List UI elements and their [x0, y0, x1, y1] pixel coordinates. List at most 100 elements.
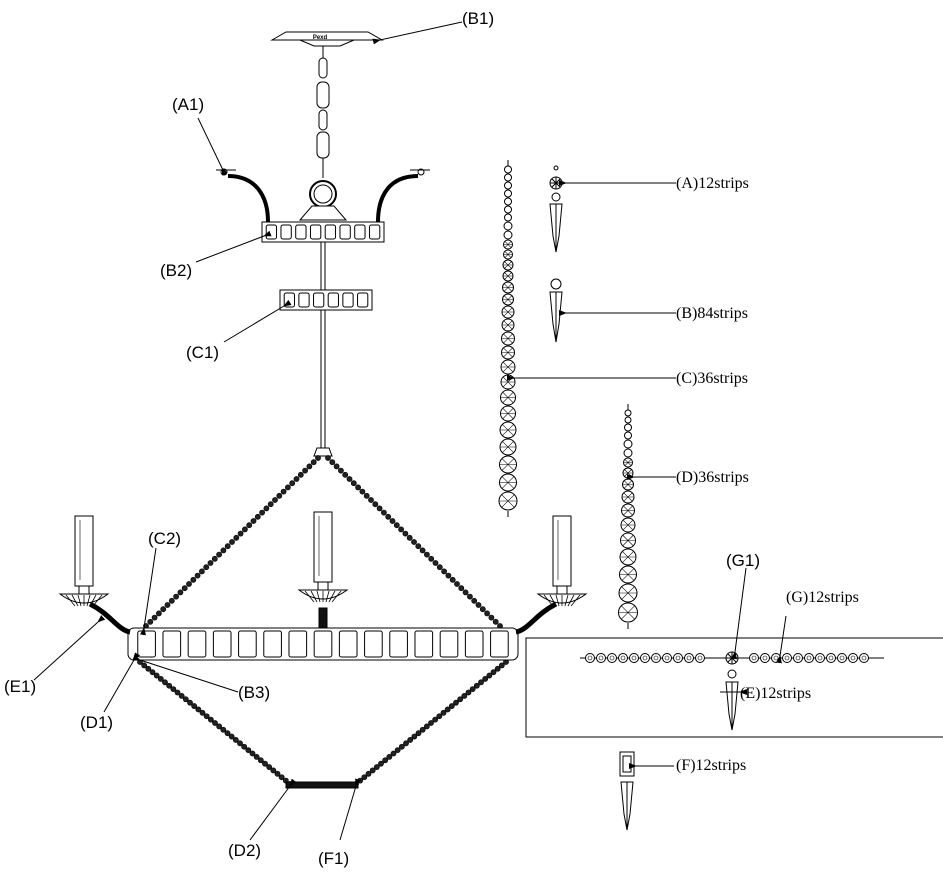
bead-facet — [619, 568, 637, 581]
ring-crystal-bar — [313, 630, 333, 658]
chain-bead — [293, 476, 300, 482]
chain-bead — [278, 774, 285, 781]
chain-bead — [462, 589, 469, 596]
chain-bead — [187, 699, 193, 706]
chain-bead — [465, 689, 472, 696]
chain-bead — [411, 539, 417, 545]
chain-bead — [237, 740, 243, 747]
cup-rib — [77, 594, 82, 607]
chain-bead — [346, 476, 353, 482]
chain-bead — [359, 488, 366, 495]
candle-base — [317, 581, 329, 591]
chain-bead — [228, 733, 235, 740]
cup-rib — [86, 594, 91, 607]
strip-g-bead-inner — [675, 655, 681, 661]
chain-bead — [432, 716, 439, 723]
callout-d1: (D1) — [80, 713, 113, 732]
strip-bead — [504, 197, 512, 206]
chain-bead — [181, 585, 188, 592]
chain-bead — [164, 602, 171, 608]
part-g-box — [525, 637, 943, 738]
ring-crystal-bar — [490, 630, 509, 658]
chain-bead — [207, 560, 214, 566]
strip-d-chain — [618, 404, 638, 629]
chain-bead — [369, 767, 376, 774]
bottom-bar — [285, 781, 359, 789]
chain-bead — [484, 610, 490, 617]
cup-rib — [328, 590, 336, 603]
ring-crystal-bar — [162, 630, 182, 658]
strip-bead — [503, 221, 513, 231]
chain-bead — [471, 597, 478, 604]
strip-bead — [504, 205, 512, 214]
chain-bead — [488, 614, 495, 621]
main-ring — [127, 627, 519, 661]
strip-g-bead-inner — [620, 655, 626, 661]
ring-crystal-bar — [265, 224, 278, 240]
chain-bead — [428, 555, 435, 562]
chain-bead — [216, 723, 223, 730]
chain-bead — [386, 753, 393, 760]
chain-bead — [315, 455, 321, 461]
chain-bead — [147, 618, 154, 625]
ring-crystal-bar — [439, 630, 459, 658]
strip-bead — [504, 165, 512, 174]
chain-bead — [302, 467, 308, 474]
chain-bead — [492, 618, 499, 625]
chain-bead — [398, 526, 404, 533]
chain-bead — [241, 526, 248, 533]
ring-crystal-bar — [368, 224, 381, 240]
callout-b1: (B1) — [462, 9, 494, 28]
chain-bead — [380, 509, 387, 516]
callout-b3: (B3) — [238, 683, 270, 702]
chain-bead — [162, 679, 168, 686]
chain-bead — [390, 750, 397, 757]
chain-bead — [245, 747, 252, 754]
chain-bead — [428, 720, 434, 726]
chain-bead — [157, 676, 164, 682]
canopy: Pexd — [270, 31, 384, 47]
bead-facet — [502, 320, 514, 330]
bead-facet — [499, 476, 517, 489]
callout-d2: (D2) — [228, 841, 261, 860]
bead-facet — [620, 551, 636, 563]
chain-bead — [355, 484, 361, 491]
part-g-label: (G)12strips — [786, 589, 859, 606]
chain-bead — [203, 564, 210, 571]
cup-rib — [570, 594, 581, 607]
chain-bead — [212, 720, 218, 726]
strip-g-bead-inner — [828, 655, 834, 661]
chain-bead — [333, 463, 340, 470]
strip-bead — [504, 189, 512, 198]
ring-crystal-bar — [283, 292, 295, 308]
chain-bead — [368, 497, 374, 503]
cup-rib — [89, 594, 97, 607]
ring-crystal-bar — [212, 630, 232, 658]
beaded-chains — [137, 455, 509, 787]
part-a-pendant — [549, 165, 563, 253]
candles — [58, 511, 588, 607]
part-b-label: (B)84strips — [676, 305, 748, 322]
ring-crystal-bar — [137, 630, 156, 658]
chain-bead — [182, 696, 189, 703]
cup-rib — [543, 594, 554, 607]
part-d-label: (D)36strips — [676, 469, 749, 486]
chain-bead — [478, 679, 484, 686]
chain-bead — [389, 518, 396, 524]
strip-g-bead-inner — [653, 655, 659, 661]
bead-facet — [503, 272, 513, 280]
ring-crystal-bar — [280, 224, 292, 240]
chain-bead — [249, 750, 256, 757]
chain-bead — [194, 572, 201, 579]
chain-bead — [272, 497, 278, 503]
bead-facet — [501, 347, 515, 358]
chain-bead — [186, 581, 192, 587]
bead-facet — [502, 295, 514, 304]
strip-bead — [504, 181, 512, 190]
chain-bead — [376, 505, 383, 512]
bead-facet — [500, 441, 516, 453]
cup-rib — [325, 590, 330, 603]
chain-bead — [432, 560, 439, 566]
chain-bead — [398, 743, 405, 750]
chain-bead — [280, 488, 287, 495]
